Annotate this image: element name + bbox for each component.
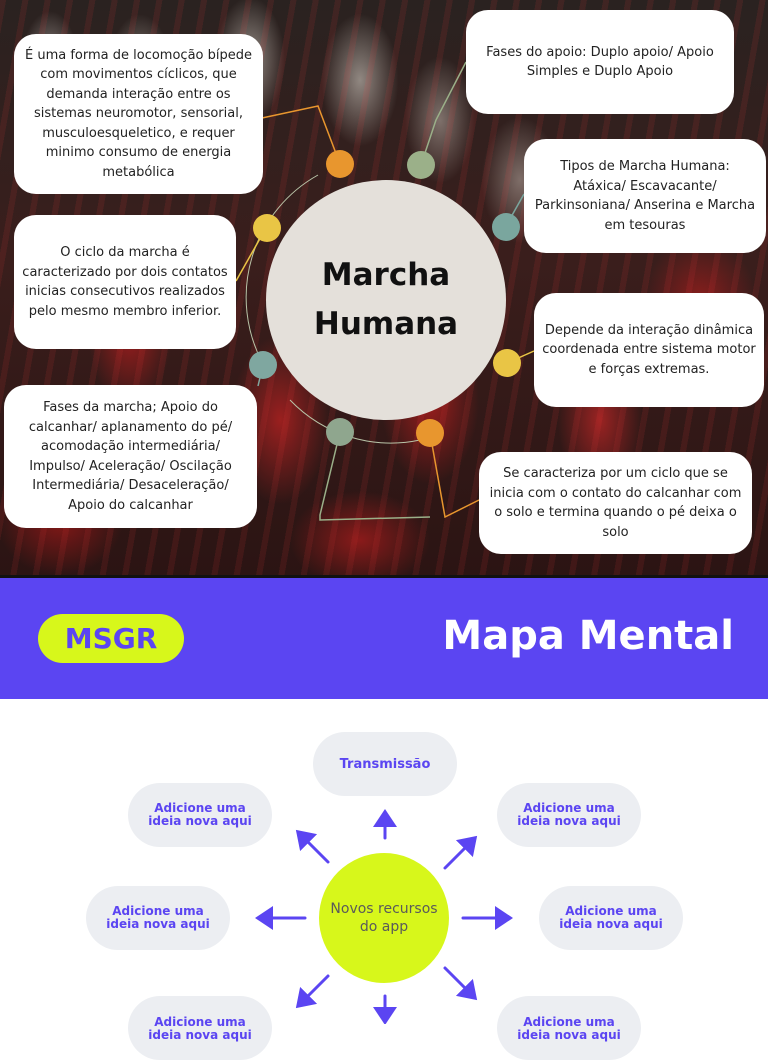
arrow-down-right [443,966,478,1001]
dot-definicao [326,150,354,178]
dot-depende [493,349,521,377]
dot-fases-marcha [326,418,354,446]
note-fases-apoio: Fases do apoio: Duplo apoio/ Apoio Simpl… [466,10,734,114]
dot-teal-left [249,351,277,379]
idea-bottom-left: Adicione uma ideia nova aqui [128,996,272,1060]
connector-lines [235,61,535,521]
idea-top-right: Adicione uma ideia nova aqui [497,783,641,847]
dot-ciclo-contato [416,419,444,447]
dot-tipos [492,213,520,241]
banner-title: Mapa Mental [442,613,734,659]
arrow-up-left [295,829,330,864]
orbit-arc [245,174,319,363]
central-node: Marcha Humana [266,180,506,420]
connector-fases-marcha [319,431,431,521]
msgr-badge: MSGR [38,614,184,663]
note-ciclo: O ciclo da marcha é caracterizado por do… [14,215,236,349]
connector-fases-apoio [420,61,467,166]
note-fases-marcha: Fases da marcha; Apoio do calcanhar/ apl… [4,385,257,528]
dot-fases-apoio [407,151,435,179]
arrow-down-left [295,974,330,1009]
mind-map-arrows [255,809,513,1024]
idea-top-left: Adicione uma ideia nova aqui [128,783,272,847]
note-tipos: Tipos de Marcha Humana: Atáxica/ Escavac… [524,139,766,253]
dot-ciclo [253,214,281,242]
central-title: Marcha Humana [313,257,459,342]
arrow-up-right [443,835,478,870]
connector-definicao [261,105,341,165]
connector-ciclo-contato [429,432,480,519]
banner-divider [0,575,768,578]
note-ciclo-contato: Se caracteriza por um ciclo que se inici… [479,452,752,554]
idea-left: Adicione uma ideia nova aqui [86,886,230,950]
mind-map-center: Novos recursos do app [319,853,449,983]
note-depende: Depende da interação dinâmica coordenada… [534,293,764,407]
idea-top-transmissao: Transmissão [313,732,457,796]
idea-bottom-right: Adicione uma ideia nova aqui [497,996,641,1060]
note-definicao: É uma forma de locomoção bípede com movi… [14,34,263,194]
idea-right: Adicione uma ideia nova aqui [539,886,683,950]
